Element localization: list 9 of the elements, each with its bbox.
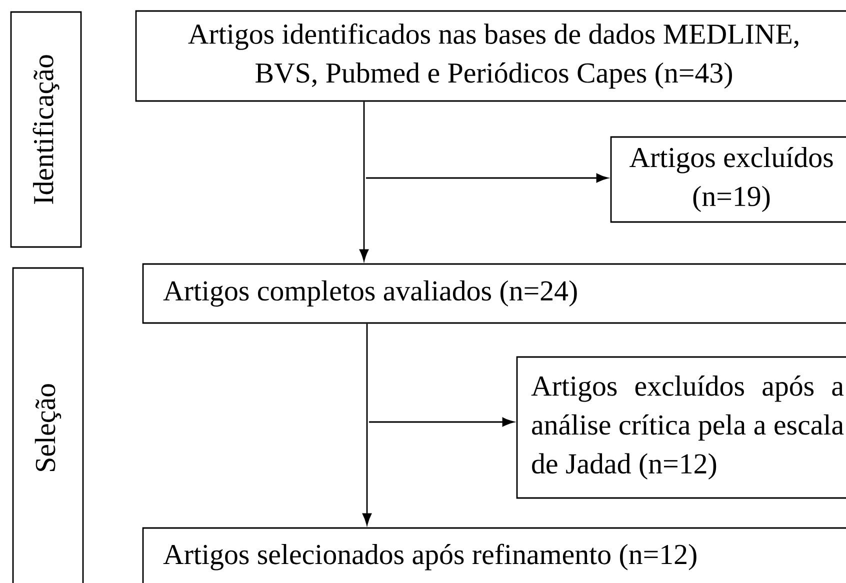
exclusion-box: Artigos excluídos (n=19) <box>610 136 846 223</box>
process-box: Artigos selecionados após refinamento (n=12) <box>142 527 846 583</box>
stage-box: Seleção <box>12 267 84 583</box>
exclusion-box: Artigos excluídos após a análise crítica pela a escala de Jadad (n=12) <box>516 356 846 499</box>
arrow <box>362 324 514 525</box>
process-box: Artigos identificados nas bases de dados MEDLINE, BVS, Pubmed e Periódicos Capes (n=43) <box>135 10 846 102</box>
arrow <box>360 102 608 261</box>
stage-box: Identificação <box>10 11 82 248</box>
process-box: Artigos completos avaliados (n=24) <box>142 263 846 324</box>
